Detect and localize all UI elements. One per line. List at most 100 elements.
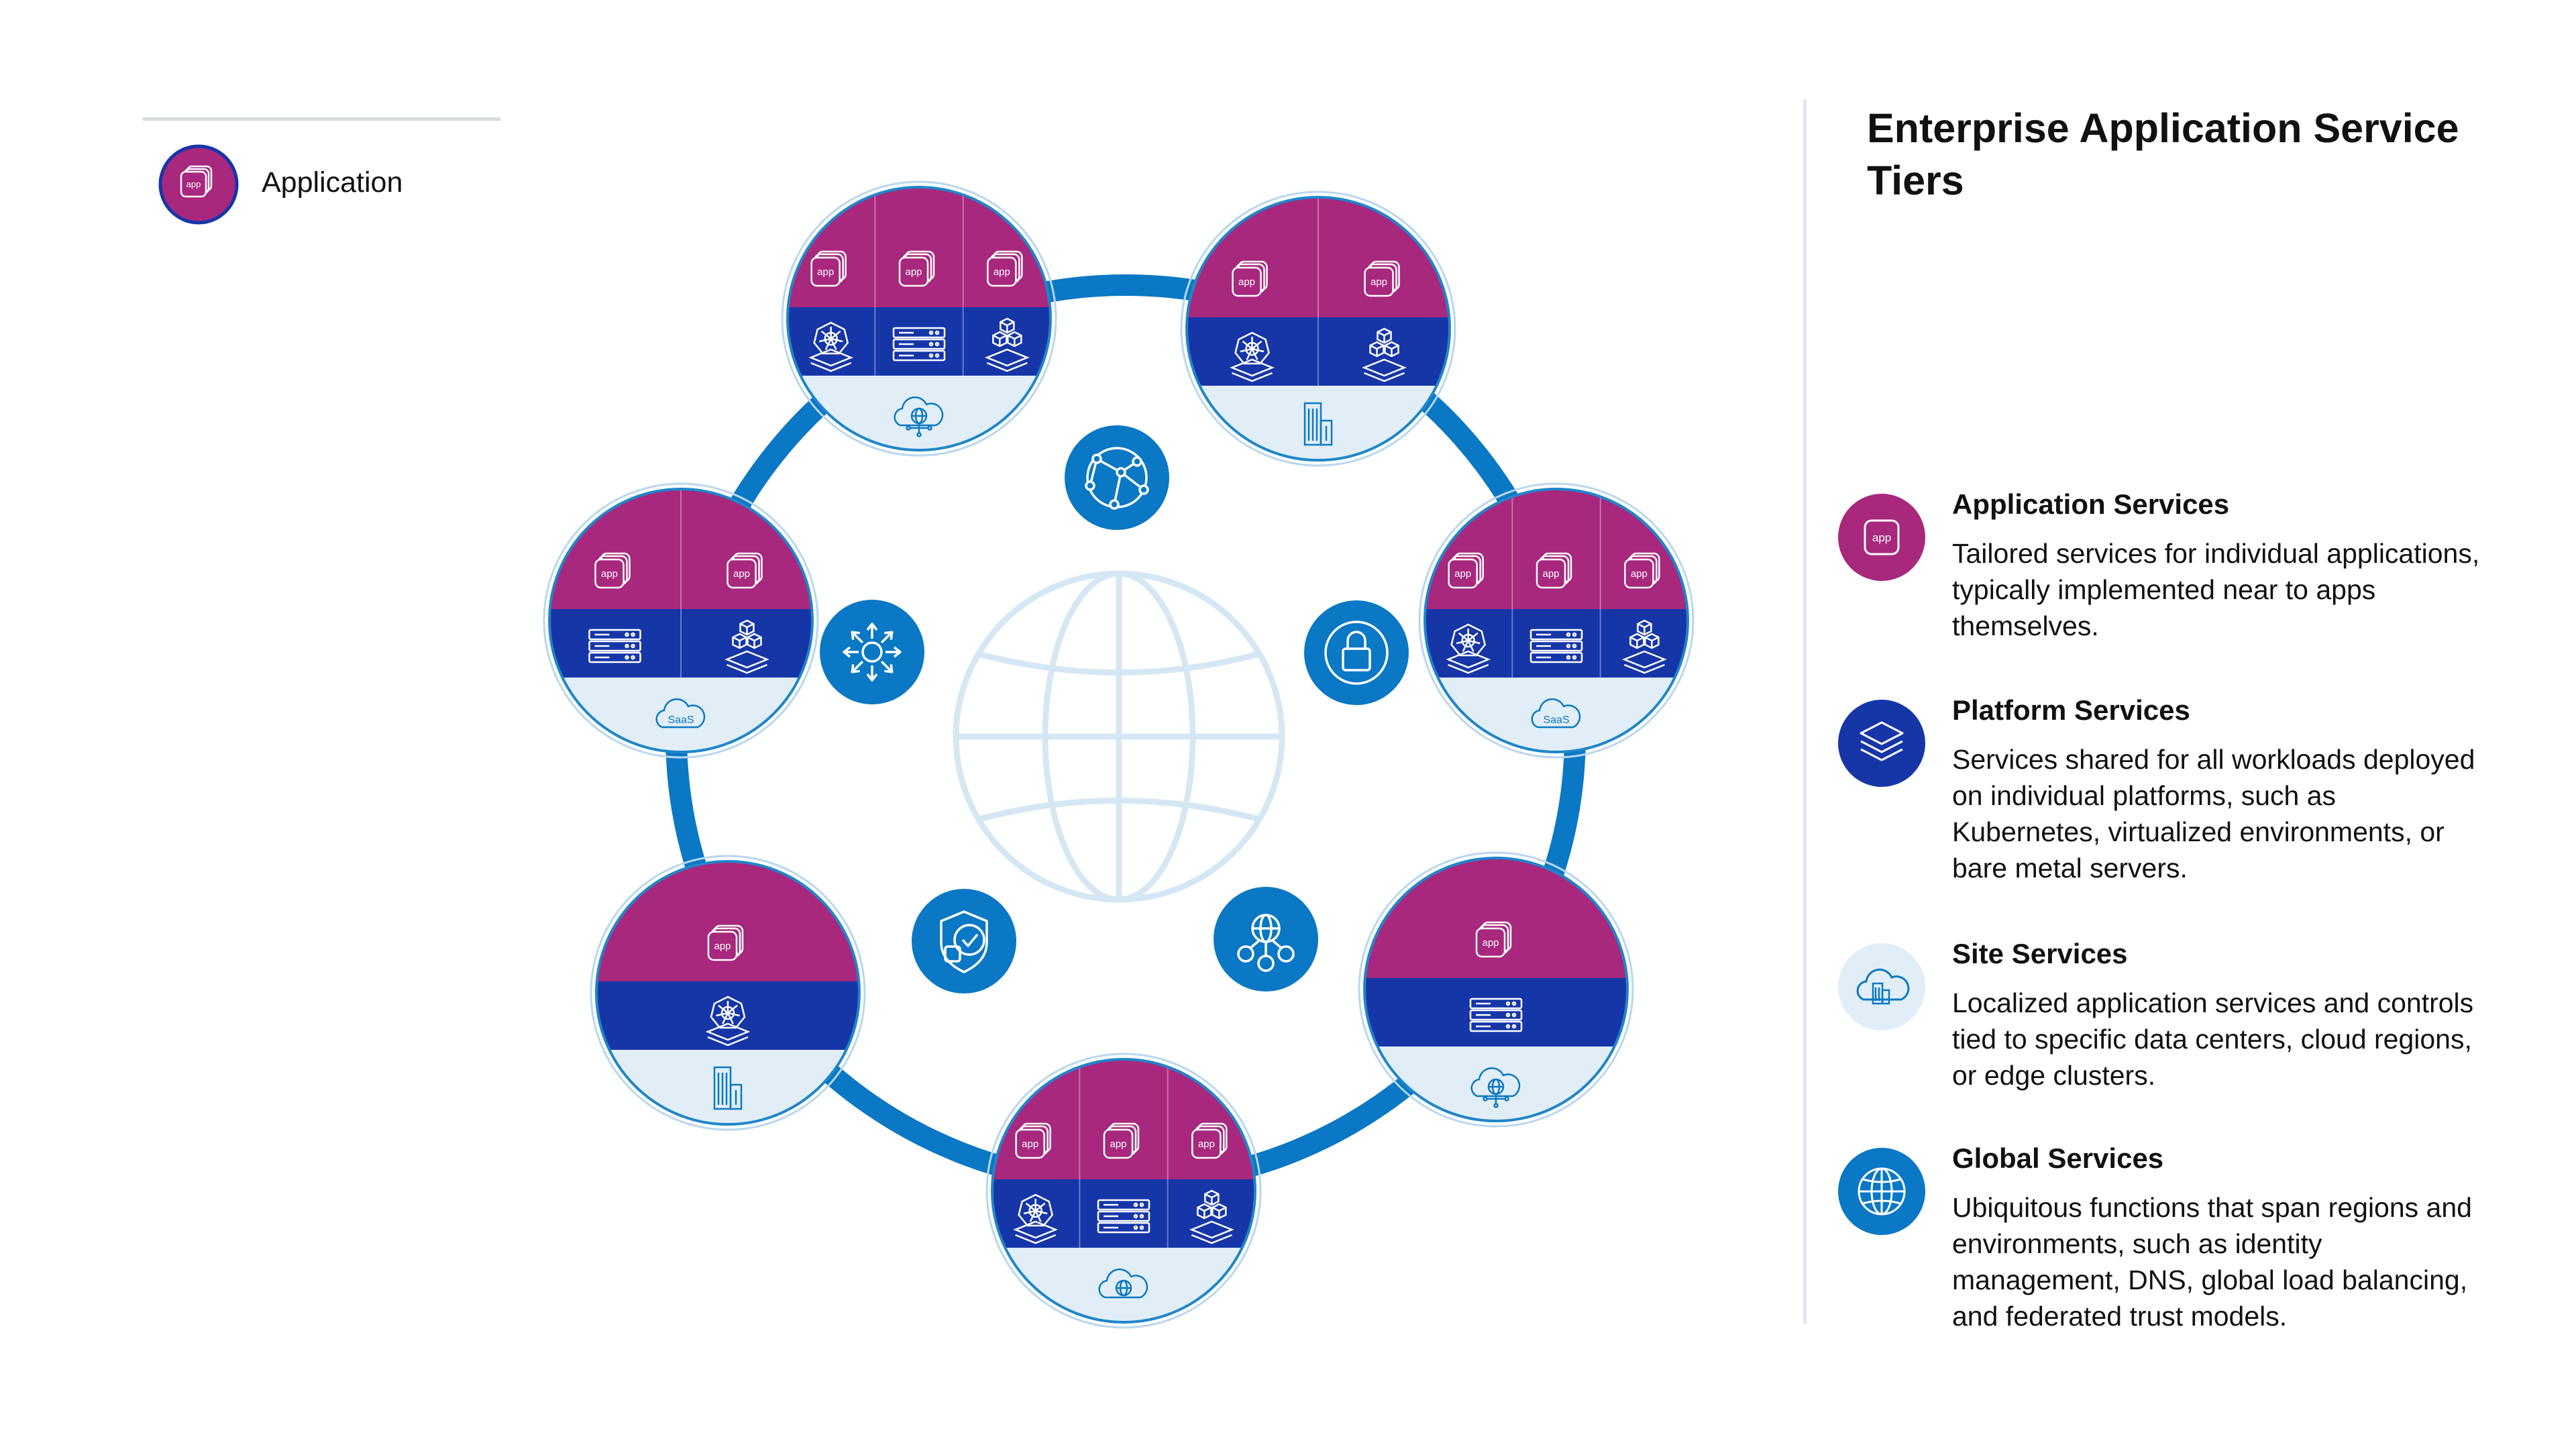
lock-icon [1304,600,1409,705]
node-outline [595,860,861,1126]
building-icon [713,1066,743,1110]
service-node: app app [1180,191,1456,467]
layers-icon [1838,700,1925,787]
svg-text:app: app [714,941,731,952]
svg-text:app: app [1198,1138,1215,1150]
app-icon: app [898,250,935,287]
center-globe-icon [953,570,1285,903]
cubes-stack-icon [1189,1189,1234,1244]
app-icon: app [1448,552,1484,589]
app-icon: app [1103,1122,1140,1159]
server-rack-icon [1469,998,1523,1032]
platform-band [1186,317,1450,386]
kubernetes-icon [808,321,854,372]
svg-text:app: app [1022,1138,1038,1150]
globe-cloud-icon [1098,1268,1148,1299]
server-rack-icon [1529,629,1583,663]
svg-text:app: app [601,568,618,580]
tier-name: Platform Services [1952,694,2190,726]
svg-text:app: app [1542,568,1559,580]
kubernetes-icon [1230,331,1275,382]
app-icon: app [707,924,744,961]
shield-check-icon [912,889,1016,994]
cubes-stack-icon [724,619,769,674]
svg-text:app: app [733,568,750,580]
tier-name: Site Services [1952,938,2128,969]
app-icon: app [987,250,1023,287]
tier-name: Application Services [1952,488,2230,520]
node-outline [786,186,1052,451]
svg-text:app: app [186,179,201,189]
node-outline [991,1058,1256,1324]
application-band [596,861,860,981]
cubes-stack-icon [1362,327,1407,382]
app-icon: app [1232,260,1268,297]
app-icon: app [1191,1122,1228,1159]
node-outline [1185,196,1451,462]
service-node: app app app [781,180,1057,457]
kubernetes-icon [705,996,751,1046]
server-rack-icon [588,629,641,663]
tier-name: Global Services [1952,1142,2164,1174]
svg-text:app: app [994,266,1010,278]
app-icon: app [1838,494,1925,581]
platform-band [549,609,813,678]
network-globe-icon [1065,425,1169,530]
globe-icon [1838,1148,1925,1235]
svg-text:app: app [1110,1138,1126,1150]
legend-divider [143,117,500,121]
platform-band [596,981,860,1050]
service-node: app app app [985,1053,1262,1329]
svg-text:SaaS: SaaS [667,714,694,726]
svg-text:app: app [1482,937,1499,949]
svg-text:app: app [1872,531,1891,544]
app-icon: app [727,552,763,589]
distribution-icon [1214,887,1318,991]
tier-description: Ubiquitous functions that span regions a… [1952,1192,2472,1332]
cloud-network-icon [894,396,944,437]
legend-label: Application [262,166,403,199]
svg-text:app: app [817,266,834,278]
svg-text:app: app [1631,568,1648,580]
saas-cloud-icon: SaaS [1531,698,1581,729]
svg-text:app: app [1454,568,1471,580]
node-outline [548,488,814,753]
hub-arrows-icon [820,600,924,704]
page-title: Enterprise Application Service Tiers [1867,105,2459,203]
tier-description: Services shared for all workloads deploy… [1952,744,2475,883]
svg-text:app: app [1371,276,1387,288]
platform-band [1364,978,1628,1046]
tier-description: Tailored services for individual applica… [1952,538,2480,641]
app-icon: app [1364,260,1400,297]
app-icon: app [1624,552,1660,589]
cubes-stack-icon [1621,619,1667,674]
kubernetes-icon [1013,1193,1059,1244]
server-rack-icon [1097,1199,1150,1234]
cloud-network-icon [1470,1067,1521,1108]
app-icon: app [1536,552,1572,589]
application-band [991,1059,1256,1179]
application-band [1364,857,1628,978]
svg-text:app: app [1238,276,1255,288]
building-icon [1303,402,1333,446]
legend-app-icon: app [158,144,239,225]
saas-cloud-icon: SaaS [655,698,706,729]
application-band [787,186,1051,307]
app-icon: app [810,250,847,287]
svg-text:SaaS: SaaS [1543,714,1569,726]
platform-band [991,1179,1256,1248]
service-node: app [1358,851,1634,1128]
node-outline [1363,857,1629,1122]
platform-band [787,307,1051,376]
cloud-building-icon [1838,943,1925,1030]
cubes-stack-icon [984,317,1030,372]
app-icon: app [1015,1122,1051,1159]
vertical-divider [1803,99,1807,1324]
node-outline [1424,488,1689,753]
tier-description: Localized application services and contr… [1952,987,2474,1091]
platform-band [1424,609,1688,678]
svg-text:app: app [905,266,922,278]
